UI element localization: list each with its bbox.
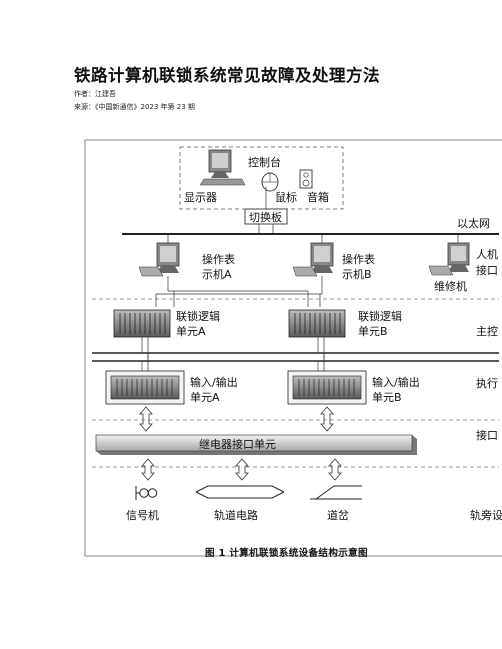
ethernet-label: 以太网 [457,217,490,230]
op-display-a-label-1: 操作表 [202,252,235,266]
article-title: 铁路计算机联锁系统常见故障及处理方法 [74,66,380,85]
speaker-label: 音箱 [307,190,329,204]
io-a-label-2: 单元A [190,391,220,404]
article-author: 作者：江建吾 [74,90,116,98]
speaker-icon [299,169,313,189]
io-a-label-1: 输入/输出 [190,375,238,389]
trackside-layer-label: 轨旁设 [470,508,502,522]
signal-label: 信号机 [126,508,159,522]
figure-caption: 图 1 计算机联锁系统设备结构示意图 [205,548,368,559]
turnout-label: 道岔 [327,508,349,522]
hmi-label-2: 接口 [476,264,498,277]
signal-icon [135,486,158,500]
interlock-b-label-2: 单元B [358,325,388,338]
maintenance-icon [428,242,470,276]
control-desk-label: 控制台 [248,155,281,169]
io-b-label-1: 输入/输出 [372,375,420,389]
interlock-a-label-1: 联锁逻辑 [176,309,220,323]
io-relay-arrows [139,406,334,432]
interlock-a-label-2: 单元A [176,325,206,338]
display-label: 显示器 [184,191,217,204]
mouse-icon [261,172,279,192]
relay-interface-bar [95,434,417,455]
op-display-b-label-2: 示机B [342,267,372,281]
interlock-b-rack [288,309,346,338]
interlock-b-label-1: 联锁逻辑 [358,309,402,323]
track-circuit-icon [195,485,285,499]
hmi-label-1: 人机 [476,247,498,261]
op-display-a-icon [138,242,180,277]
relay-field-arrows [141,458,342,481]
relay-unit-label: 继电器接口单元 [199,438,276,451]
op-display-a-label-2: 示机A [202,267,232,281]
turnout-icon [310,485,362,500]
article-source: 来源：《中国新通信》2023 年第 23 期 [74,103,195,111]
interlock-a-rack [113,309,171,338]
system-structure-figure: 控制台 显示器 鼠标 音箱 切换板 以太网 操作表 示机A 操作表 示机B [84,139,502,557]
track-circuit-label: 轨道电路 [214,508,258,522]
interface-layer-label: 接口 [476,429,498,442]
io-a-rack [110,375,180,400]
main-control-layer-label: 主控 [476,324,498,338]
op-display-b-label-1: 操作表 [342,252,375,266]
io-b-rack [292,375,362,400]
io-b-label-2: 单元B [372,391,402,404]
execution-layer-label: 执行 [476,376,498,390]
display-icon [199,149,246,186]
maintenance-label: 维修机 [434,279,467,293]
switch-board-label: 切换板 [249,210,282,224]
op-display-b-icon [292,242,334,277]
mouse-label: 鼠标 [275,190,297,204]
